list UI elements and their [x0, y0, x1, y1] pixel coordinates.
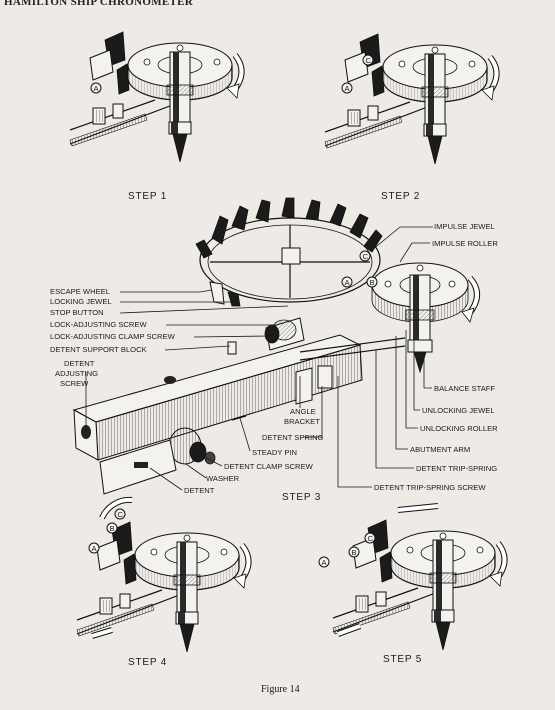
step1-callout-a: A	[94, 84, 100, 93]
step4-callout-a: A	[92, 544, 98, 553]
label-steady-pin: STEADY PIN	[252, 448, 297, 457]
step1-label: STEP 1	[128, 191, 167, 202]
label-abutment-arm: ABUTMENT ARM	[410, 445, 470, 454]
step3-leaders-right	[337, 226, 433, 488]
label-unlocking-jewel: UNLOCKING JEWEL	[422, 406, 495, 415]
step3-leaders-left	[85, 289, 289, 432]
label-detent-trip-spring: DETENT TRIP-SPRING	[416, 464, 497, 473]
step4-callout-c: C	[118, 510, 124, 519]
label-unlocking-roller: UNLOCKING ROLLER	[420, 424, 498, 433]
label-washer: WASHER	[206, 474, 240, 483]
label-impulse-jewel: IMPULSE JEWEL	[434, 222, 495, 231]
label-detent-trip-spring-screw: DETENT TRIP-SPRING SCREW	[374, 483, 486, 492]
step2-assembly	[325, 34, 497, 164]
step4-label: STEP 4	[128, 657, 167, 668]
label-detent: DETENT	[184, 486, 215, 495]
page-header: HAMILTON SHIP CHRONOMETER	[4, 0, 194, 8]
step2-label: STEP 2	[381, 191, 420, 202]
step1-assembly	[70, 32, 242, 162]
label-detent-adjusting-screw-1: DETENT	[64, 359, 95, 368]
label-escape-wheel: ESCAPE WHEEL	[50, 287, 110, 296]
step3-impulse-roller: B A C	[341, 250, 480, 374]
step3-label: STEP 3	[282, 492, 321, 503]
label-lock-adjusting-clamp-screw: LOCK-ADJUSTING CLAMP SCREW	[50, 332, 176, 341]
step2-callout-a: A	[345, 84, 351, 93]
step3-escape-wheel	[195, 197, 383, 307]
label-angle-bracket-2: BRACKET	[284, 417, 320, 426]
label-lock-adjusting-screw: LOCK-ADJUSTING SCREW	[50, 320, 147, 329]
step5-assembly	[333, 503, 505, 650]
step1-callouts: A	[90, 82, 102, 94]
step5-callout-b: B	[352, 548, 357, 557]
step4-callout-b: B	[110, 524, 115, 533]
label-detent-adjusting-screw-2: ADJUSTING	[55, 369, 98, 378]
step2-callouts: A C	[341, 54, 374, 94]
label-stop-button: STOP BUTTON	[50, 308, 104, 317]
label-angle-bracket-1: ANGLE	[290, 407, 316, 416]
step3-callout-a: A	[345, 278, 351, 287]
label-impulse-roller: IMPULSE ROLLER	[432, 239, 498, 248]
label-detent-spring: DETENT SPRING	[262, 433, 324, 442]
step4-assembly	[77, 496, 249, 652]
step2-callout-c: C	[366, 56, 372, 65]
step5-callouts: A B C	[318, 532, 376, 568]
step5-callout-a: A	[322, 558, 328, 567]
label-detent-clamp-screw: DETENT CLAMP SCREW	[224, 462, 314, 471]
step3-callout-b: B	[370, 278, 375, 287]
figure-caption: Figure 14	[261, 684, 300, 695]
step4-callouts: A B C	[88, 508, 126, 554]
label-locking-jewel: LOCKING JEWEL	[50, 297, 112, 306]
step5-label: STEP 5	[383, 654, 422, 665]
step5-callout-c: C	[368, 534, 374, 543]
step3-detent-block	[72, 317, 406, 495]
label-balance-staff: BALANCE STAFF	[434, 384, 495, 393]
label-detent-support-block: DETENT SUPPORT BLOCK	[50, 345, 147, 354]
label-detent-adjusting-screw-3: SCREW	[60, 379, 89, 388]
step3-callout-c: C	[363, 252, 369, 261]
step3-leaders-bottom	[149, 376, 323, 491]
